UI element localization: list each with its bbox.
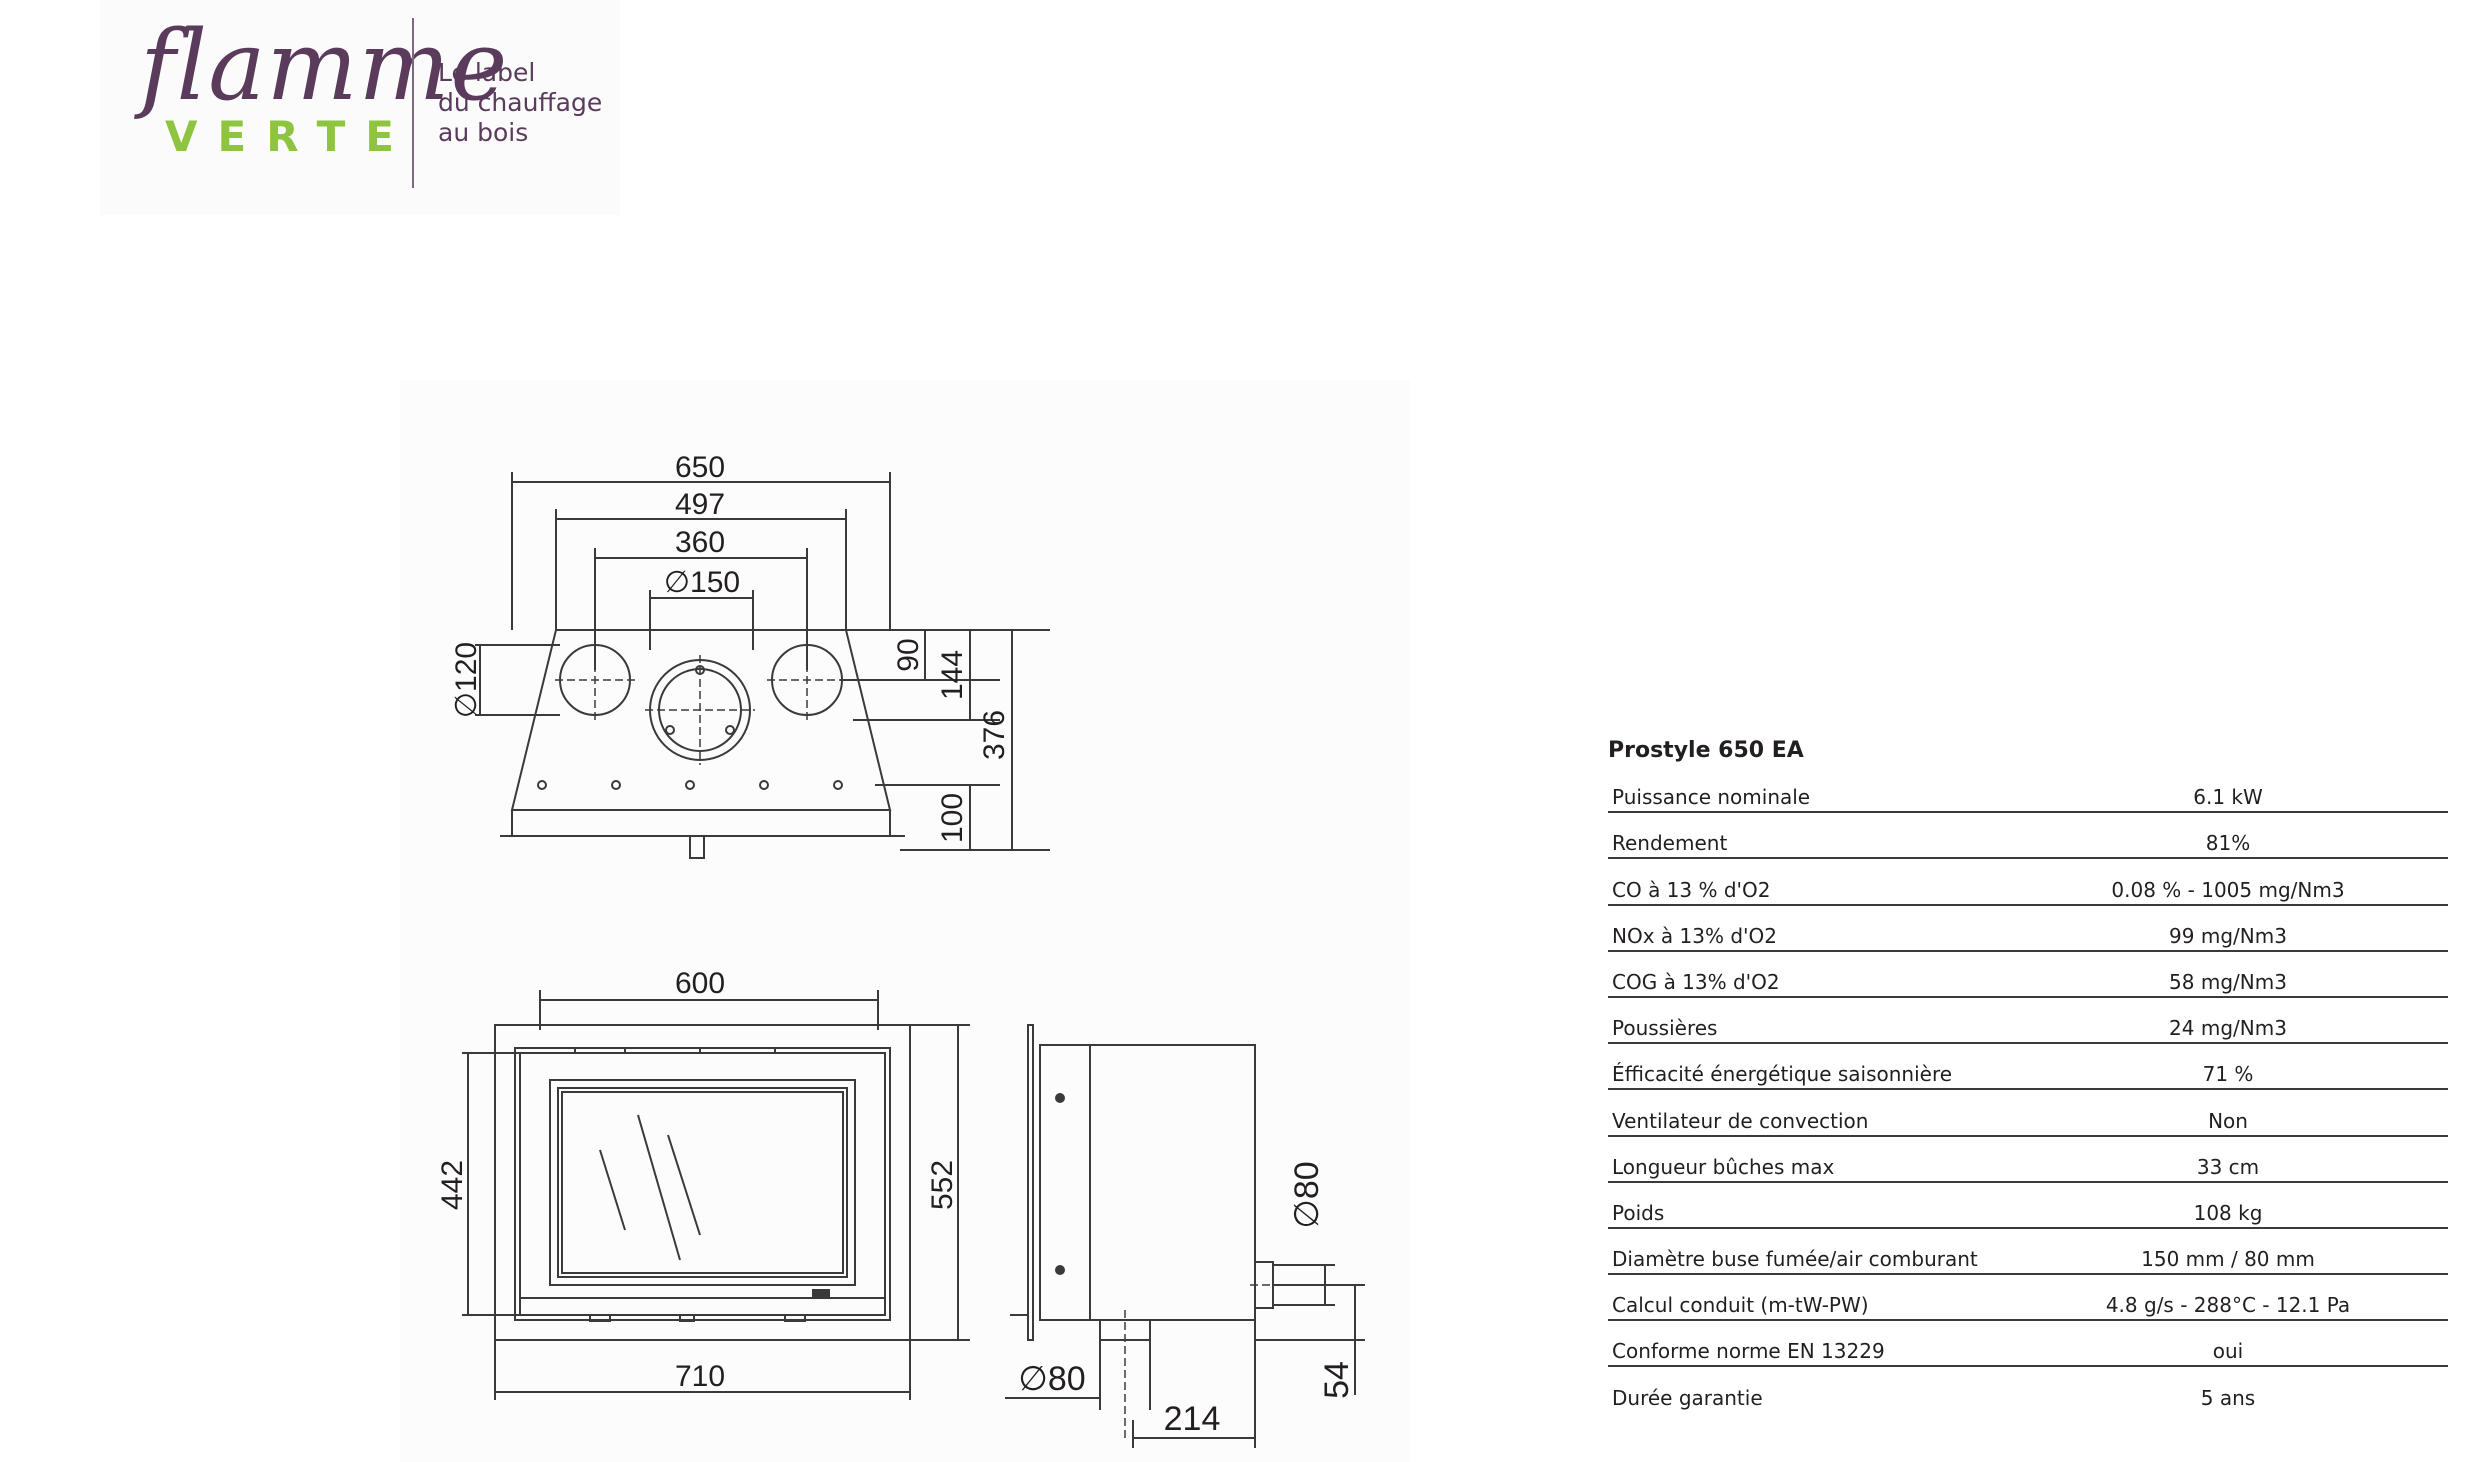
spec-row: Éfficacité énergétique saisonnière 71 % <box>1608 1044 2448 1091</box>
spec-row: Poids 108 kg <box>1608 1183 2448 1229</box>
spec-value: 33 cm <box>2196 1154 2260 1179</box>
dim-80-bottom-label: ∅80 <box>1018 1360 1085 1398</box>
spec-row: Diamètre buse fumée/air comburant 150 mm … <box>1608 1229 2448 1276</box>
logo-verte-text: VERTE <box>165 112 414 161</box>
spec-label: NOx à 13% d'O2 <box>1612 923 1777 948</box>
front-glass <box>561 1091 844 1274</box>
spec-label: Ventilateur de convection <box>1612 1108 1869 1133</box>
spec-label: Durée garantie <box>1612 1385 1763 1410</box>
spec-value: 4.8 g/s - 288°C - 12.1 Pa <box>2105 1293 2351 1318</box>
spec-label: Rendement <box>1612 831 1728 856</box>
dim-600-label: 600 <box>675 967 725 1000</box>
dim-120-label: ∅120 <box>450 642 483 718</box>
spec-value: Non <box>2208 1108 2248 1133</box>
technical-drawing-svg: 650 497 360 ∅150 <box>436 451 1365 1448</box>
dim-150-label: ∅150 <box>664 566 740 599</box>
spec-value: 0.08 % - 1005 mg/Nm3 <box>2111 877 2345 902</box>
dim-214-label: 214 <box>1164 1400 1221 1438</box>
technical-drawing: 650 497 360 ∅150 <box>400 380 1410 1462</box>
spec-row: NOx à 13% d'O2 99 mg/Nm3 <box>1608 906 2448 952</box>
spec-label: Calcul conduit (m-tW-PW) <box>1612 1293 1869 1318</box>
spec-value: 5 ans <box>2200 1385 2256 1410</box>
dim-80-vertical-label: ∅80 <box>1288 1161 1326 1228</box>
spec-value: 108 kg <box>2193 1200 2263 1225</box>
logo-tagline-line-1: Le label <box>438 58 536 87</box>
spec-label: Poids <box>1612 1200 1665 1225</box>
spec-label: CO à 13 % d'O2 <box>1612 877 1771 902</box>
top-view: 650 497 360 ∅150 <box>450 451 1050 859</box>
spec-row: Longueur bûches max 33 cm <box>1608 1137 2448 1183</box>
spec-row: Calcul conduit (m-tW-PW) 4.8 g/s - 288°C … <box>1608 1275 2448 1322</box>
front-view: 600 442 <box>436 967 970 1400</box>
side-view: ∅80 54 ∅80 214 <box>1005 1024 1365 1448</box>
dim-54-label: 54 <box>1318 1361 1356 1399</box>
flamme-verte-logo: flamme VERTE Le label du chauffage au bo… <box>100 0 620 215</box>
dim-360-label: 360 <box>675 526 725 559</box>
dim-90-label: 90 <box>892 638 925 671</box>
dim-376-label: 376 <box>978 710 1011 760</box>
dim-497-label: 497 <box>675 488 725 521</box>
spec-value: 24 mg/Nm3 <box>2169 1016 2287 1041</box>
logo-tagline-line-2: du chauffage <box>438 88 603 117</box>
spec-row: COG à 13% d'O2 58 mg/Nm3 <box>1608 952 2448 998</box>
front-inner-frame <box>514 1047 891 1321</box>
spec-value: 71 % <box>2202 1062 2254 1087</box>
logo-tagline-line-3: au bois <box>438 118 529 147</box>
dim-552-label: 552 <box>926 1160 959 1210</box>
spec-row: Rendement 81% <box>1608 813 2448 860</box>
spec-row: Durée garantie 5 ans <box>1608 1367 2448 1411</box>
dim-442-label: 442 <box>436 1160 469 1210</box>
spec-value: oui <box>2212 1339 2244 1364</box>
logo-flamme-text: flamme <box>140 10 509 122</box>
top-view-stub <box>689 835 705 859</box>
spec-label: Longueur bûches max <box>1612 1154 1835 1179</box>
side-body <box>1039 1044 1256 1321</box>
spec-row: CO à 13 % d'O2 0.08 % - 1005 mg/Nm3 <box>1608 859 2448 906</box>
spec-row: Poussières 24 mg/Nm3 <box>1608 998 2448 1045</box>
side-front-plate <box>1027 1024 1034 1341</box>
dim-100-label: 100 <box>936 793 969 843</box>
spec-value: 58 mg/Nm3 <box>2169 969 2287 994</box>
spec-label: Puissance nominale <box>1612 785 1811 810</box>
logo-divider <box>412 18 414 188</box>
spec-table-title: Prostyle 650 EA <box>1608 738 1804 763</box>
spec-value: 6.1 kW <box>2193 785 2263 810</box>
spec-value: 150 mm / 80 mm <box>2141 1247 2315 1272</box>
dim-710-label: 710 <box>675 1360 725 1393</box>
spec-label: Éfficacité énergétique saisonnière <box>1612 1062 1953 1087</box>
spec-row: Ventilateur de convection Non <box>1608 1090 2448 1137</box>
spec-value: 99 mg/Nm3 <box>2169 923 2287 948</box>
front-outer-frame <box>494 1024 911 1341</box>
front-glass-frame <box>549 1079 856 1286</box>
spec-row: Conforme norme EN 13229 oui <box>1608 1321 2448 1368</box>
spec-value: 81% <box>2205 831 2251 856</box>
spec-label: Conforme norme EN 13229 <box>1612 1339 1885 1364</box>
spec-label: Poussières <box>1612 1016 1718 1041</box>
spec-row: Puissance nominale 6.1 kW <box>1608 767 2448 814</box>
spec-label: Diamètre buse fumée/air comburant <box>1612 1247 1978 1272</box>
spec-label: COG à 13% d'O2 <box>1612 969 1780 994</box>
dim-144-label: 144 <box>936 650 969 700</box>
spec-table: Prostyle 650 EA Puissance nominale 6.1 kW… <box>1608 735 2448 1412</box>
logo-tagline: Le label du chauffage au bois <box>438 58 602 148</box>
dim-650-label: 650 <box>675 451 725 484</box>
